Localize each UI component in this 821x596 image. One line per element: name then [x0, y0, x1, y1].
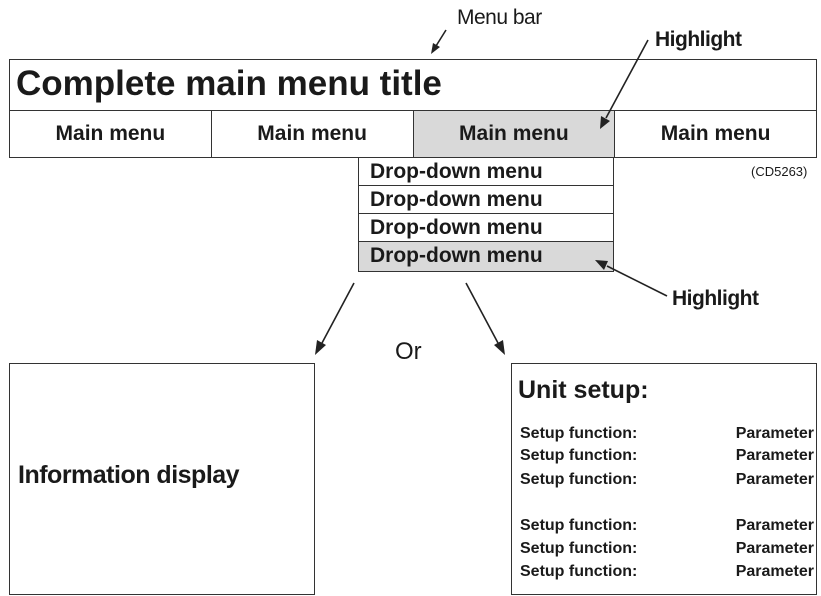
- setup-parameter: Parameter: [735, 563, 814, 580]
- menu-bar: Main menu Main menu Main menu Main menu: [9, 111, 817, 158]
- setup-parameter: Parameter: [735, 425, 814, 442]
- setup-function-label: Setup function:: [520, 517, 638, 534]
- drop-down-item[interactable]: Drop-down menu: [359, 186, 613, 214]
- unit-setup-title: Unit setup:: [518, 376, 649, 404]
- menu-bar-arrow: [431, 29, 447, 54]
- highlight-callout-top: Highlight: [655, 28, 742, 51]
- unit-setup-box: Unit setup: Setup function: Parameter Se…: [511, 363, 817, 595]
- information-display-text: Information display: [18, 461, 240, 489]
- setup-function-label: Setup function:: [520, 540, 638, 557]
- setup-function-label: Setup function:: [520, 471, 638, 488]
- setup-function-label: Setup function:: [520, 563, 638, 580]
- main-menu-title: Complete main menu title: [9, 59, 817, 111]
- down-arrow-left: [315, 282, 355, 355]
- information-display-box: Information display: [9, 363, 315, 595]
- or-label: Or: [395, 338, 422, 365]
- setup-parameter: Parameter: [735, 447, 814, 464]
- setup-function-label: Setup function:: [520, 425, 638, 442]
- drop-down-menu: Drop-down menu Drop-down menu Drop-down …: [358, 158, 614, 272]
- setup-parameter: Parameter: [735, 540, 814, 557]
- main-menu-item[interactable]: Main menu: [10, 111, 212, 157]
- down-arrow-right: [465, 282, 505, 355]
- setup-parameter: Parameter: [735, 471, 814, 488]
- setup-function-label: Setup function:: [520, 447, 638, 464]
- setup-parameter: Parameter: [735, 517, 814, 534]
- main-menu-item[interactable]: Main menu: [660, 122, 771, 145]
- highlight-callout-bottom: Highlight: [672, 287, 759, 310]
- drop-down-item[interactable]: Drop-down menu: [359, 214, 613, 242]
- main-menu-title-text: Complete main menu title: [16, 64, 442, 103]
- menu-bar-callout: Menu bar: [457, 6, 542, 29]
- figure-code: (CD5263): [751, 164, 808, 179]
- drop-down-item[interactable]: Drop-down menu: [359, 158, 613, 186]
- main-menu-item[interactable]: Main menu: [212, 111, 414, 157]
- drop-down-item-highlighted[interactable]: Drop-down menu: [359, 242, 613, 271]
- main-menu-item-highlighted[interactable]: Main menu: [413, 111, 616, 157]
